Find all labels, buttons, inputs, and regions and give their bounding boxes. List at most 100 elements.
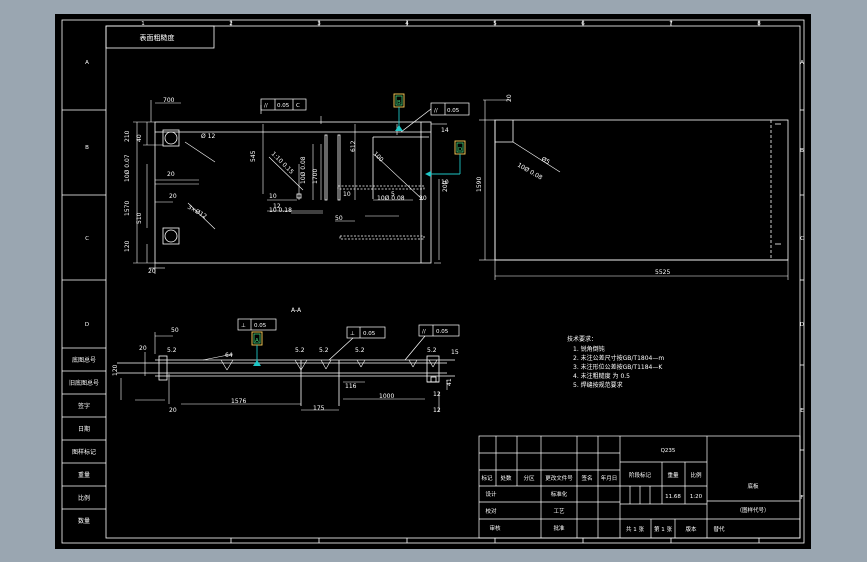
side-label-5: 图样标记 <box>72 448 96 456</box>
zone-row-b: B <box>85 145 89 151</box>
plate-outline <box>154 121 432 264</box>
tb-std: 标准化 <box>551 490 568 498</box>
tb-sheet-no: 第 1 张 <box>654 525 672 533</box>
datum-b-letter: B <box>397 100 401 106</box>
dim-10c: 10 <box>343 191 351 198</box>
sv-rough-5: 5.2 <box>427 347 437 354</box>
dim-20a: 20 <box>167 171 175 178</box>
tb-col-sign: 签名 <box>581 474 592 482</box>
zone-row-d-right: D <box>800 322 804 328</box>
dim-10a: 10Ø 0.08 <box>377 195 405 202</box>
dim-700: 700 <box>163 97 175 104</box>
outer-frame <box>61 19 805 544</box>
zone-col-7: 7 <box>669 21 673 27</box>
sv-dim-1576: 1576 <box>231 398 246 405</box>
tb-col-docno: 更改文件号 <box>545 474 573 482</box>
sv-dim-175: 175 <box>313 405 325 412</box>
dim-20e: 20 <box>419 195 427 202</box>
tol-c-sym: // <box>422 329 426 335</box>
zone-row-c: C <box>85 236 89 242</box>
zone-col-3: 3 <box>317 21 321 27</box>
inner-frame <box>105 25 801 539</box>
sv-rough-1: 5.2 <box>167 347 177 354</box>
drawing-canvas: 1 2 3 4 5 6 7 8 A B C D A B C D E F 底图总号… <box>61 19 805 544</box>
right-view-outline <box>494 119 789 261</box>
tb-scale-h: 比例 <box>690 471 702 479</box>
corner-hole-bottom <box>162 227 180 245</box>
note-5: 5. 焊缝按规范要求 <box>573 381 623 389</box>
sv-rough-4: 5.2 <box>355 347 365 354</box>
zone-row-f-right: F <box>800 495 803 501</box>
tb-proc: 工艺 <box>553 508 565 515</box>
tb-design: 设计 <box>485 490 497 498</box>
section-label: A-A <box>291 307 302 314</box>
sv-dim-64: 64 <box>225 352 233 359</box>
tol-frame-1 <box>260 98 307 111</box>
tol1-datum: C <box>296 103 300 109</box>
dim-1570: 1570 <box>124 201 131 216</box>
tb-replace: 替代 <box>713 525 725 533</box>
tb-col-count: 处数 <box>500 474 512 482</box>
tol2-val: 0.05 <box>447 108 460 114</box>
drawing-sheet: 1 2 3 4 5 6 7 8 A B C D A B C D E F 底图总号… <box>55 14 811 549</box>
dim-m1: 1:10 0.15 <box>270 150 295 175</box>
datum-a-triangle <box>253 360 261 366</box>
tb-col-zone: 分区 <box>523 474 535 482</box>
dim-612: 612 <box>350 140 357 152</box>
note-3: 3. 未注形位公差按GB/T1184—K <box>573 363 663 371</box>
dim-12: 12 <box>273 203 281 210</box>
right-view: 20 1590 10Ø 0.08 Ø5 5525 <box>476 94 789 280</box>
zone-col-8: 8 <box>757 21 761 27</box>
sv-rough-2: 5.2 <box>295 347 305 354</box>
datum-d-letter: D <box>458 147 462 153</box>
sv-dim-12: 12 <box>433 391 441 398</box>
sv-dim-116: 116 <box>345 383 357 390</box>
title-block: 标记 处数 分区 更改文件号 签名 年月日 设计 标准化 校对 工艺 审核 批准… <box>478 435 801 539</box>
side-label-7: 比例 <box>78 494 90 502</box>
rv-dim-5: Ø5 <box>540 156 551 166</box>
zone-col-2: 2 <box>229 21 233 27</box>
datum-b-triangle <box>395 125 403 131</box>
section-view: A-A <box>112 307 460 414</box>
sv-dim-1000: 1000 <box>379 393 394 400</box>
note-4: 4. 未注粗糙度 为 0.5 <box>573 372 630 380</box>
zone-row-a-right: A <box>800 60 804 66</box>
note-2: 2. 未注公差尺寸按GB/T1804—m <box>573 354 664 362</box>
dim-1006: 10Ø 0.08 <box>300 156 307 184</box>
tb-col-date: 年月日 <box>601 474 618 482</box>
sv-dim-41: 41 <box>446 378 453 386</box>
rv-dim-5525: 5525 <box>655 269 670 276</box>
sv-dim-12b: 12 <box>433 407 441 414</box>
sv-dim-50: 50 <box>171 327 179 334</box>
tol-frame-a <box>237 318 277 331</box>
zone-col-1: 1 <box>141 21 145 27</box>
tol-frame-b <box>346 326 386 339</box>
dim-1022: 10 <box>441 179 449 186</box>
tb-approve: 批准 <box>553 524 565 532</box>
tb-sheet-total: 共 1 张 <box>626 525 644 533</box>
technical-notes: 技术要求： 1. 锐角倒钝 2. 未注公差尺寸按GB/T1804—m 3. 未注… <box>567 335 664 389</box>
zone-col-5: 5 <box>493 21 497 27</box>
side-label-4: 日期 <box>78 425 90 433</box>
sv-dim-20: 20 <box>139 345 147 352</box>
tol-a-val: 0.05 <box>254 323 267 329</box>
tol-b-sym: ⊥ <box>350 331 355 337</box>
dim-545: 545 <box>250 150 257 162</box>
tol-c-val: 0.05 <box>436 329 449 335</box>
dim-20c: 20 <box>148 268 156 275</box>
tb-scale: 1:20 <box>690 494 703 500</box>
tb-stage: 阶段标记 <box>629 471 652 479</box>
note-1: 1. 锐角倒钝 <box>573 345 605 353</box>
dim-10x: 10Ø 0.07 <box>124 154 131 182</box>
datum-a-letter: A <box>255 338 259 344</box>
zone-row-e-right: E <box>800 408 804 414</box>
dim-10: 10 <box>269 193 277 200</box>
tb-weight: 11.68 <box>665 494 681 500</box>
roughness-title-box <box>105 25 215 49</box>
rv-dim-10: 10Ø 0.08 <box>516 162 544 182</box>
tb-col-mark: 标记 <box>481 474 493 482</box>
tb-check: 校对 <box>485 507 497 515</box>
roughness-title: 表面粗糙度 <box>140 33 175 42</box>
dim-1700: 1700 <box>312 169 319 184</box>
